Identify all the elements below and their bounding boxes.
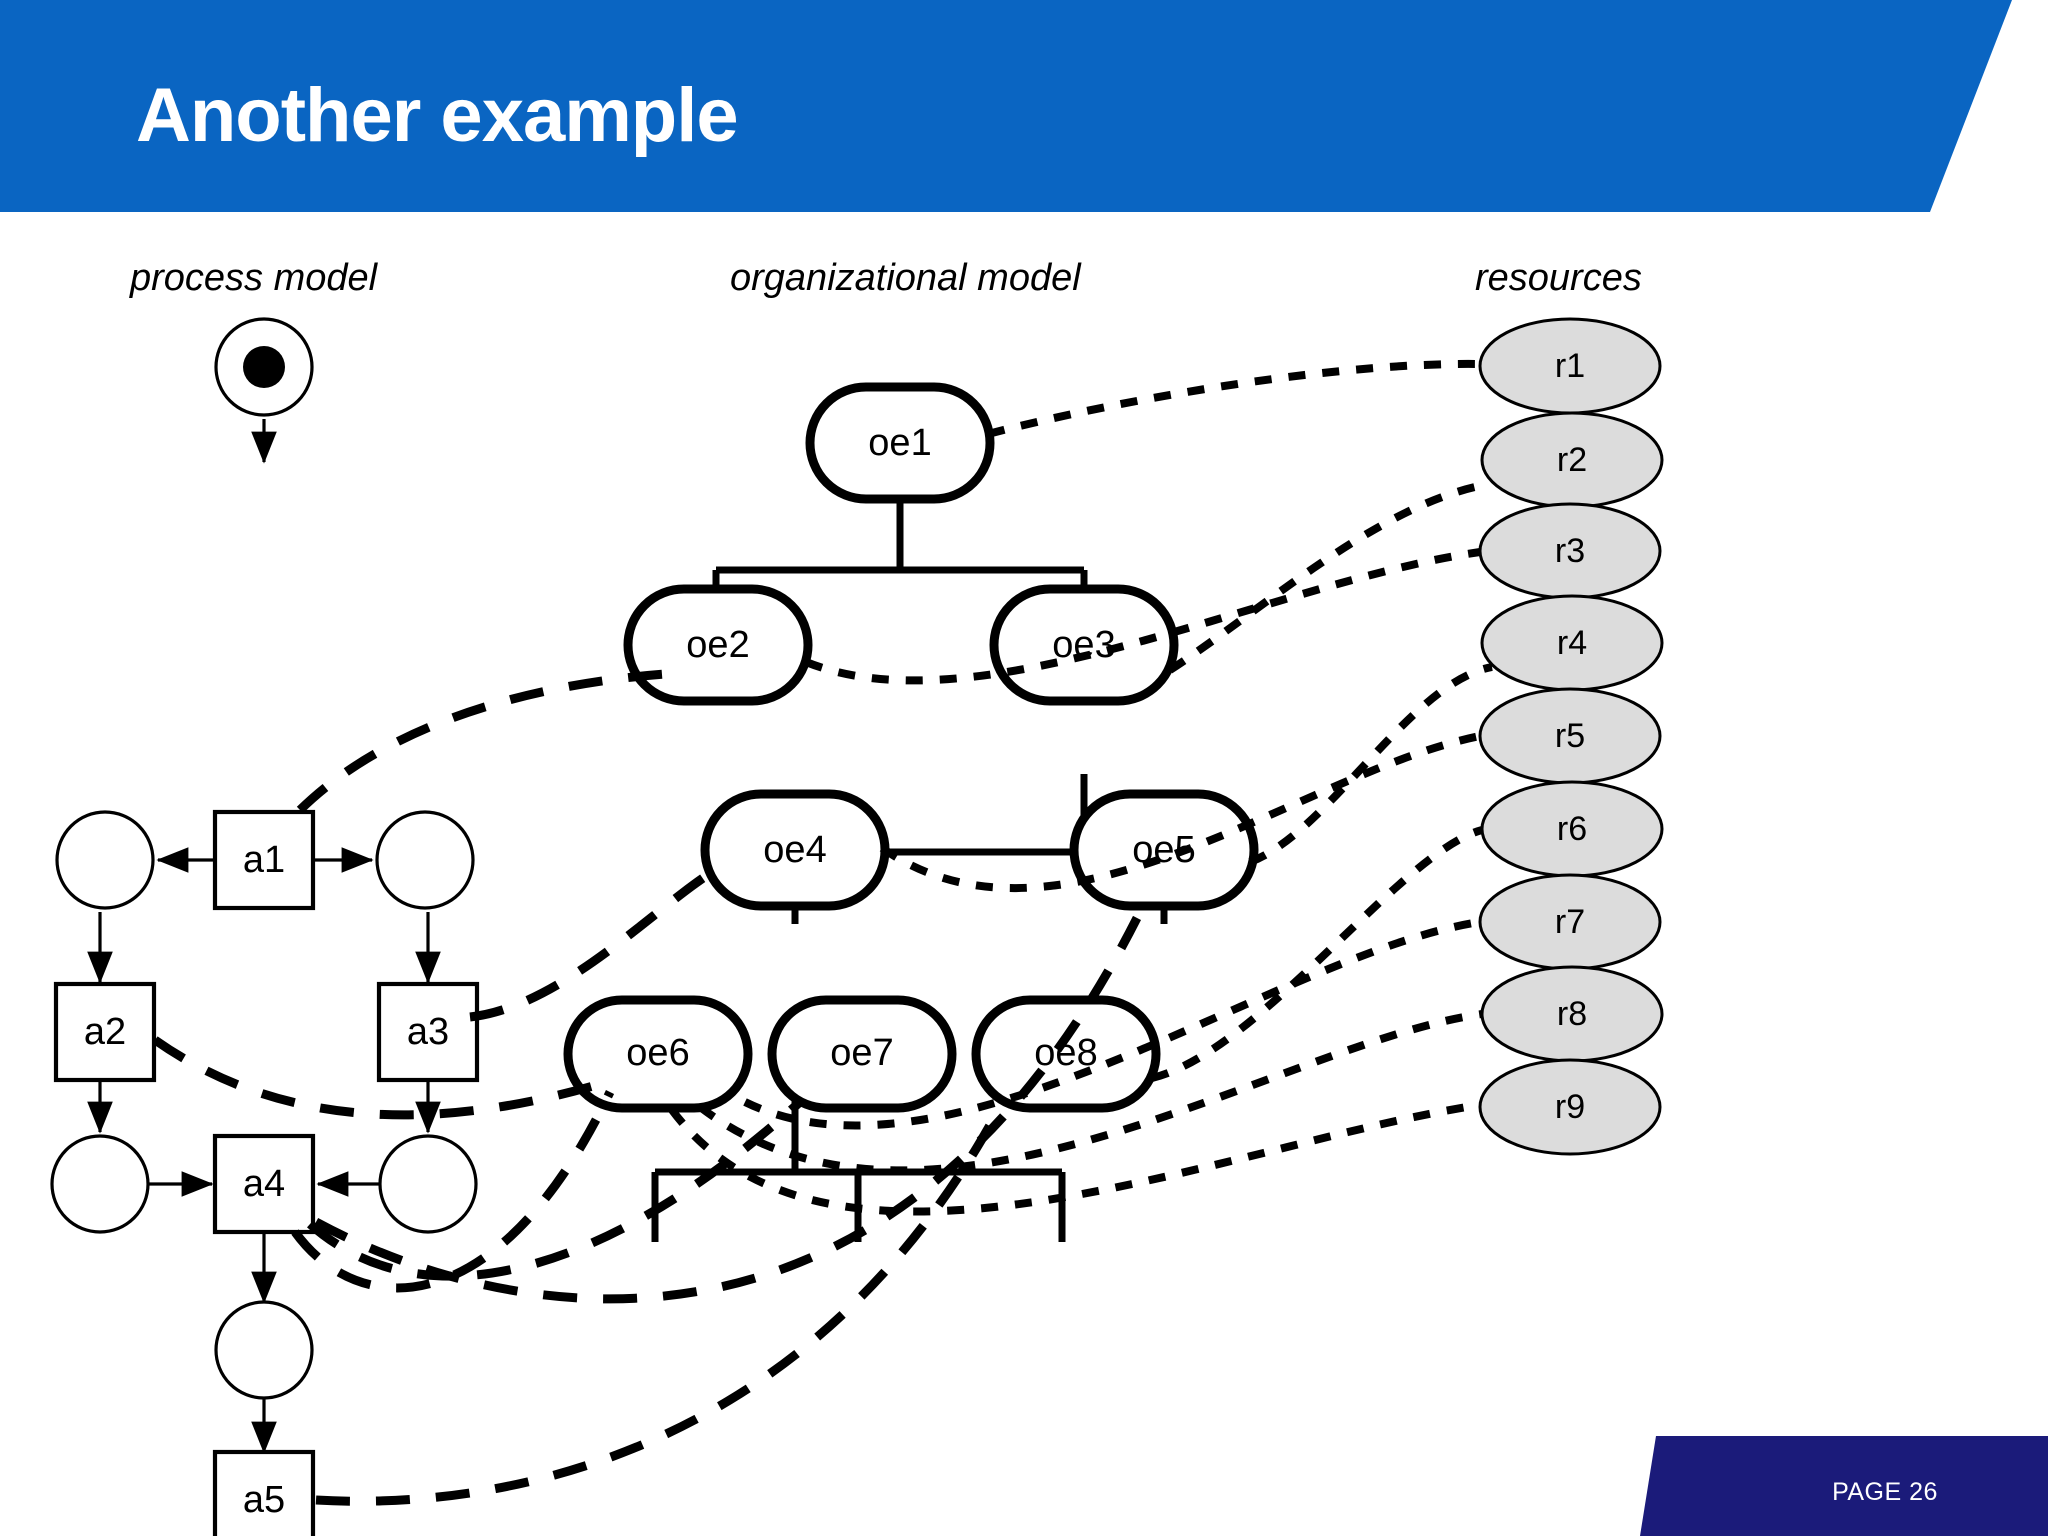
resource-r8-label: r8 (1557, 995, 1587, 1033)
resource-r3[interactable]: r3 (1478, 502, 1662, 600)
org-node-oe6-label: oe6 (626, 1032, 689, 1074)
token-dot (243, 346, 285, 388)
transition-a4[interactable]: a4 (212, 1133, 316, 1235)
place-p2[interactable] (375, 810, 475, 910)
transition-a1-label: a1 (243, 839, 285, 881)
place-p1[interactable] (55, 810, 155, 910)
relation-oe5-r4 (1248, 663, 1493, 866)
relation-a5-oe8 (315, 1104, 1004, 1506)
resources-panel: r1 r2 r3 r4 r5 r6 (1478, 317, 1664, 1156)
org-node-oe5[interactable]: oe5 (1069, 789, 1259, 911)
column-title-organizational-model: organizational model (730, 257, 1082, 299)
relation-oe7-r8 (697, 1010, 1483, 1175)
org-resource-relations (668, 359, 1493, 1216)
resource-r3-label: r3 (1555, 532, 1585, 570)
petri-transitions: a1 a2 a3 a4 a5 (53, 809, 480, 1536)
relation-oe3-r2 (1167, 480, 1491, 674)
org-node-oe2-label: oe2 (686, 624, 749, 666)
org-node-oe6[interactable]: oe6 (563, 995, 753, 1113)
transition-a5-label: a5 (243, 1479, 285, 1521)
org-node-oe1-label: oe1 (868, 422, 931, 464)
resource-r7-label: r7 (1555, 903, 1585, 941)
transition-a2[interactable]: a2 (53, 981, 157, 1083)
org-node-oe3[interactable]: oe3 (989, 584, 1179, 706)
resource-r9[interactable]: r9 (1478, 1058, 1662, 1156)
petri-places (50, 317, 478, 1400)
place-p4[interactable] (378, 1134, 478, 1234)
column-title-resources: resources (1475, 257, 1642, 299)
resource-r1-label: r1 (1555, 347, 1585, 385)
resource-r6[interactable]: r6 (1480, 780, 1664, 878)
resource-r4-label: r4 (1557, 624, 1587, 662)
relation-a2-oe6 (152, 1036, 602, 1120)
resource-r2-label: r2 (1557, 441, 1587, 479)
relation-oe6-r9 (668, 1101, 1481, 1216)
relation-a4-oe7 (307, 1098, 804, 1281)
column-title-process-model: process model (129, 257, 379, 299)
relation-oe4-r5 (879, 732, 1481, 893)
transition-a5[interactable]: a5 (212, 1449, 316, 1536)
org-node-oe2[interactable]: oe2 (623, 584, 813, 706)
resource-r4[interactable]: r4 (1480, 594, 1664, 692)
org-node-oe7-label: oe7 (830, 1032, 893, 1074)
relation-oe7-r7 (743, 918, 1481, 1130)
footer-band (1640, 1436, 2048, 1536)
resource-r2[interactable]: r2 (1480, 411, 1664, 509)
transition-a2-label: a2 (84, 1011, 126, 1053)
org-node-oe4-label: oe4 (763, 829, 826, 871)
org-node-oe4[interactable]: oe4 (700, 789, 890, 911)
organizational-model-panel: oe1 oe2 oe3 oe4 oe5 (563, 382, 1259, 1242)
org-node-oe7[interactable]: oe7 (767, 995, 957, 1113)
relation-oe1-r1 (986, 359, 1481, 438)
page-title: Another example (136, 73, 739, 158)
transition-a4-label: a4 (243, 1163, 285, 1205)
relation-a3-oe4 (469, 868, 715, 1022)
diagram-area: process model organizational model resou… (0, 212, 2048, 1536)
relation-a4-oe6 (291, 1090, 615, 1293)
org-nodes: oe1 oe2 oe3 oe4 oe5 (563, 382, 1259, 1113)
resource-r5[interactable]: r5 (1478, 687, 1662, 785)
place-p3[interactable] (50, 1134, 150, 1234)
process-model-panel: a1 a2 a3 a4 a5 (50, 317, 480, 1536)
resource-r6-label: r6 (1557, 810, 1587, 848)
transition-a3-label: a3 (407, 1011, 449, 1053)
title-band (0, 0, 2012, 212)
resource-r7[interactable]: r7 (1478, 873, 1662, 971)
transition-a1[interactable]: a1 (212, 809, 316, 911)
relation-a1-oe2 (296, 669, 666, 814)
resource-r9-label: r9 (1555, 1088, 1585, 1126)
resource-r1[interactable]: r1 (1478, 317, 1662, 415)
org-node-oe8[interactable]: oe8 (971, 995, 1161, 1113)
transition-a3[interactable]: a3 (376, 981, 480, 1083)
relation-a4-oe5 (313, 909, 1145, 1304)
activity-org-relations (152, 669, 1145, 1506)
relation-oe8-r6 (1151, 826, 1484, 1082)
place-p5[interactable] (214, 1300, 314, 1400)
resource-r5-label: r5 (1555, 717, 1585, 755)
resource-r8[interactable]: r8 (1480, 965, 1664, 1063)
org-node-oe1[interactable]: oe1 (805, 382, 995, 504)
page-number-label: PAGE 26 (1832, 1478, 1938, 1506)
relation-oe2-r3 (804, 548, 1481, 685)
place-start[interactable] (214, 317, 314, 417)
